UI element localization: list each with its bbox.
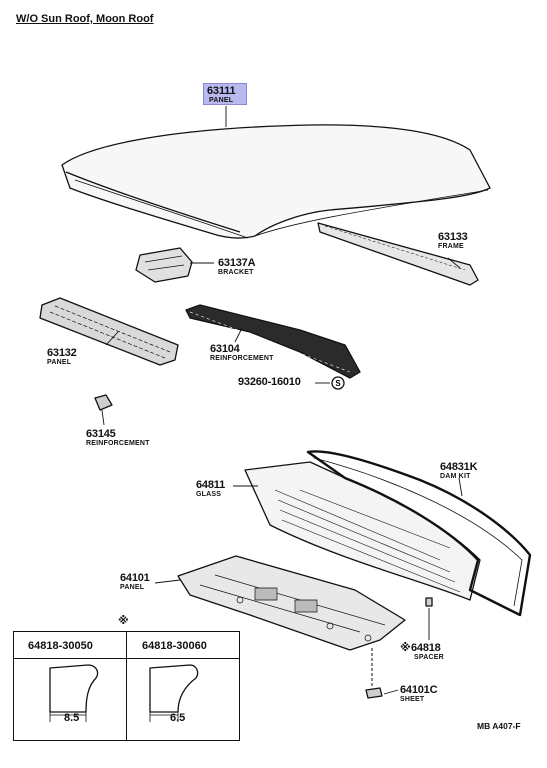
reinforcement-63145-shape: [94, 394, 113, 411]
panel-64101-shape: [177, 555, 406, 651]
part-number-63145[interactable]: 63145: [86, 428, 116, 440]
part-name-63132: PANEL: [47, 359, 72, 366]
part-number-63133[interactable]: 63133: [438, 231, 468, 243]
part-name-64811: GLASS: [196, 491, 222, 498]
part-number-64831k[interactable]: 64831K: [440, 461, 478, 473]
part-number-64818[interactable]: 64818: [411, 642, 441, 654]
variant-part-2[interactable]: 64818-30060: [142, 640, 207, 652]
spacer-variant-table: 64818-30050 64818-30060 8.5 6.5: [13, 631, 240, 741]
roof-panel-shape: [61, 124, 491, 239]
part-name-63111: PANEL: [209, 97, 234, 104]
spacer-shape: [425, 597, 433, 607]
part-number-64101[interactable]: 64101: [120, 572, 150, 584]
table-divider: [126, 632, 128, 740]
variant-dimension-1: 8.5: [64, 712, 80, 724]
sheet-shape: [365, 687, 383, 699]
part-name-64101c: SHEET: [400, 696, 425, 703]
s-symbol: S: [335, 379, 341, 388]
part-name-63104: REINFORCEMENT: [210, 355, 274, 362]
part-name-63137a: BRACKET: [218, 269, 254, 276]
frame-shape: [317, 222, 479, 286]
part-name-64831k: DAM KIT: [440, 473, 471, 480]
table-mark: ※: [118, 615, 129, 627]
part-highlight-63111[interactable]: [203, 83, 247, 105]
reinforcement-63104-shape: [185, 304, 361, 379]
part-name-64101: PANEL: [120, 584, 145, 591]
diagram-title: W/O Sun Roof, Moon Roof: [16, 13, 154, 25]
part-number-64101c[interactable]: 64101C: [400, 684, 438, 696]
part-number-93260[interactable]: 93260-16010: [238, 376, 301, 388]
part-number-64811[interactable]: 64811: [196, 479, 225, 491]
dam-kit-shape: [306, 450, 532, 617]
part-name-63133: FRAME: [438, 243, 464, 250]
variant-dimension-2: 6.5: [170, 712, 186, 724]
diagram-code: MB A407-F: [477, 721, 521, 731]
part-number-63137a[interactable]: 63137A: [218, 257, 256, 269]
part-number-63132[interactable]: 63132: [47, 347, 77, 359]
part-name-64818: SPACER: [414, 654, 444, 661]
part-name-63145: REINFORCEMENT: [86, 440, 150, 447]
part-number-63104[interactable]: 63104: [210, 343, 240, 355]
variant-part-1[interactable]: 64818-30050: [28, 640, 93, 652]
part-number-63111[interactable]: 63111: [207, 85, 236, 97]
panel-63132-shape: [39, 297, 179, 366]
spacer-mark: ※: [400, 642, 411, 654]
